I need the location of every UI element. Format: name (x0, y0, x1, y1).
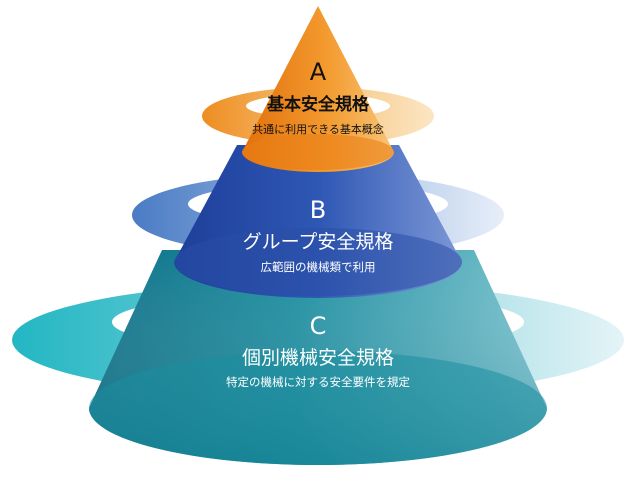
tier-b-letter: B (310, 196, 326, 224)
tier-c-letter: C (310, 312, 327, 340)
tier-a-letter: A (310, 58, 327, 86)
tier-b-cone (174, 145, 462, 298)
tier-b-subtitle: 広範囲の機械類で利用 (261, 260, 376, 274)
tier-c-cone (89, 250, 547, 465)
tier-a-cone (242, 6, 394, 172)
tier-b-title: グループ安全規格 (243, 231, 394, 253)
tier-c-title: 個別機械安全規格 (242, 347, 394, 369)
tier-a-title: 基本安全規格 (266, 94, 370, 115)
tier-c-subtitle: 特定の機械に対する安全要件を規定 (226, 375, 410, 389)
tier-a-subtitle: 共通に利用できる基本概念 (252, 122, 384, 136)
